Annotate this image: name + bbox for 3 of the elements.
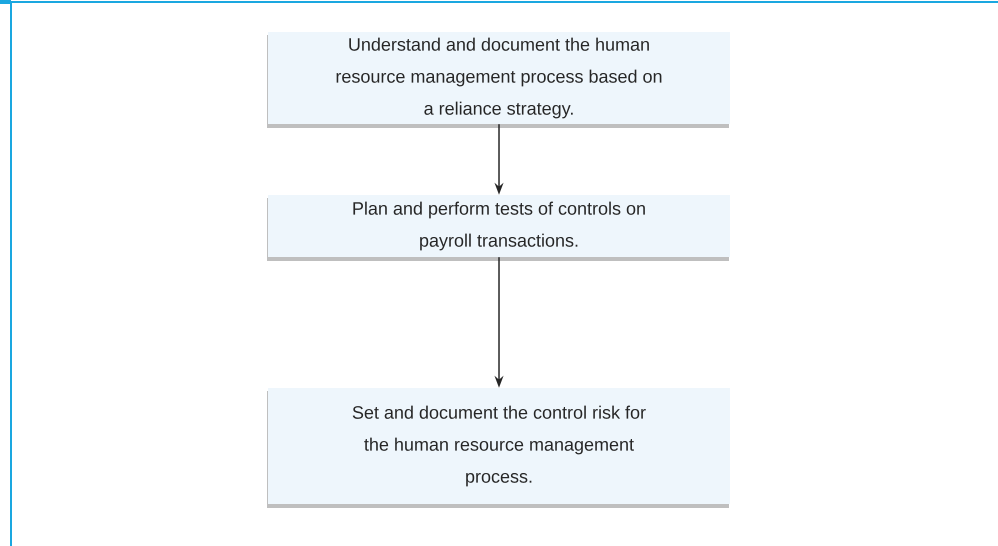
process-box: Understand and document the human resource management process based on a reliance strategy.: [267, 32, 730, 128]
process-box: Plan and perform tests of controls on payroll transactions.: [267, 195, 730, 261]
process-box: Set and document the control risk for the human resource management process.: [267, 388, 730, 508]
